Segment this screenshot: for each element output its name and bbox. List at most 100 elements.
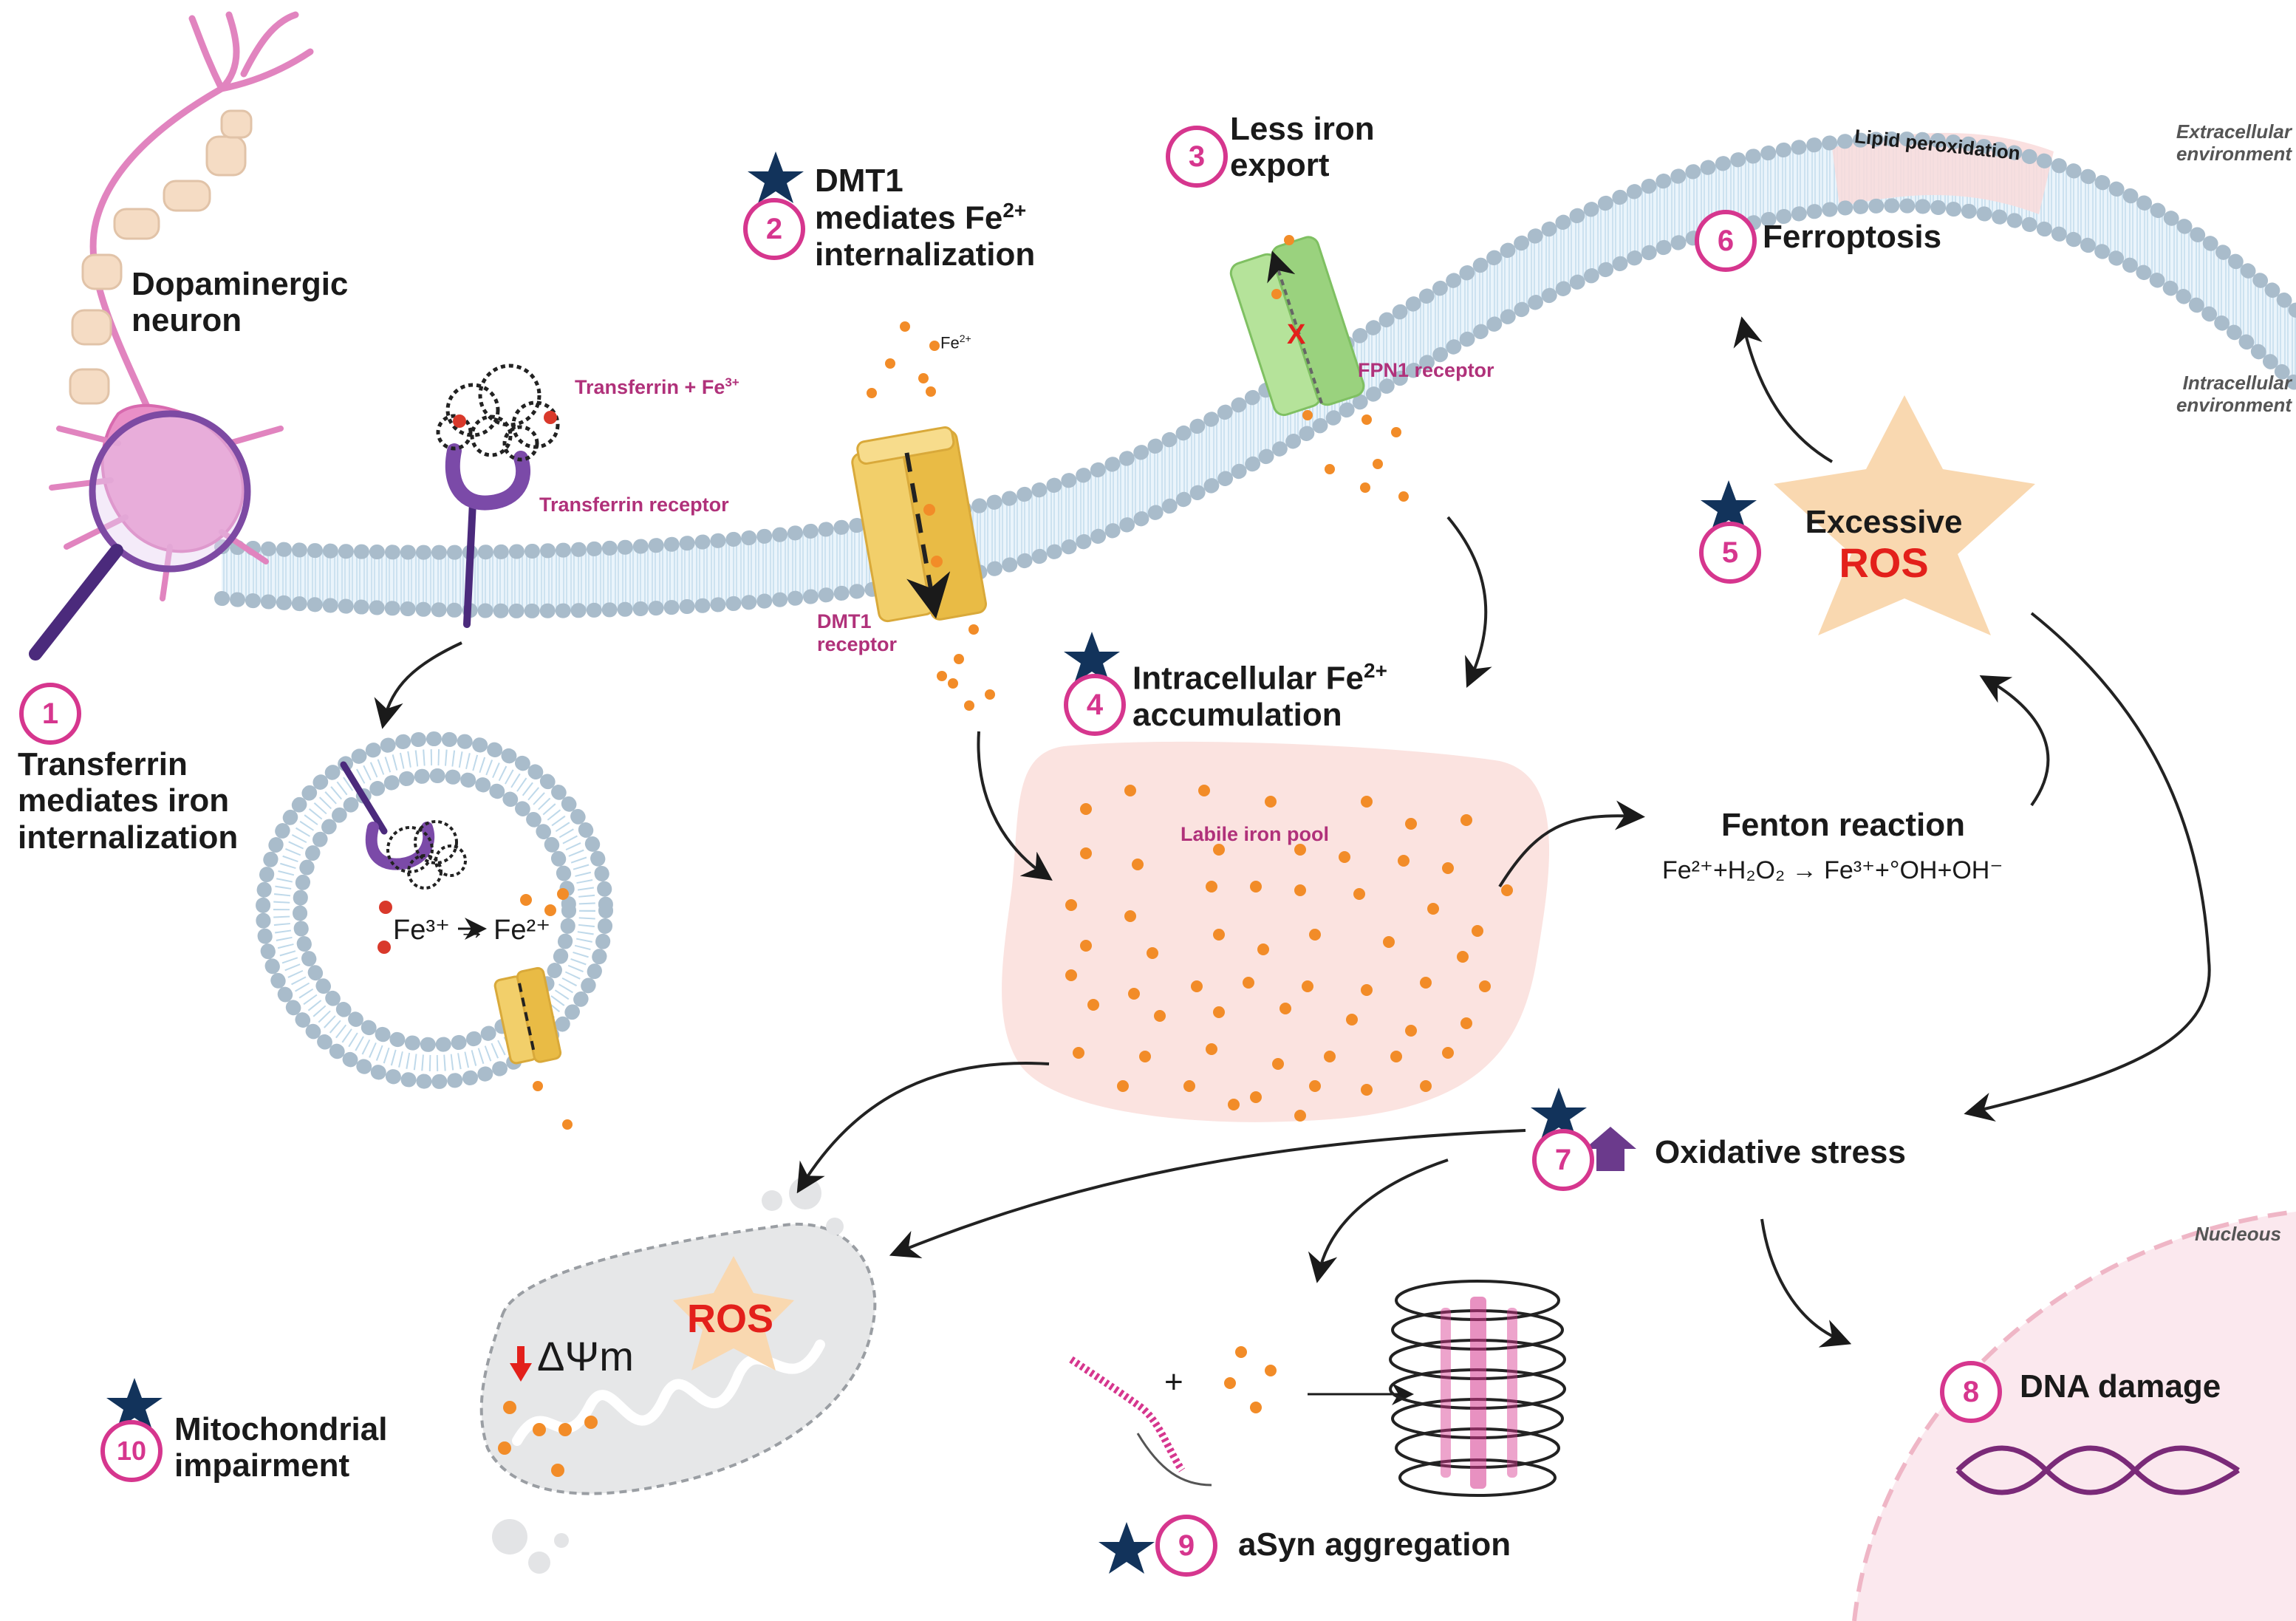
step-1-line-1: Transferrin xyxy=(18,746,188,782)
iron-ion-dots xyxy=(867,235,1409,711)
step-9-line-1: aSyn aggregation xyxy=(1238,1526,1511,1563)
asyn-aggregation-icon xyxy=(1069,1280,1566,1497)
iron-dot xyxy=(1132,859,1144,870)
step-10-badge: 10 xyxy=(100,1420,163,1482)
fpn1-channel-icon xyxy=(1229,236,1365,417)
iron-dot xyxy=(1501,884,1513,896)
iron-dot xyxy=(1390,1051,1402,1062)
star-icon xyxy=(106,1378,163,1430)
transferrin-receptor-icon xyxy=(436,364,560,628)
fpn1-receptor-label: FPN1 receptor xyxy=(1358,359,1494,381)
iron-dot xyxy=(1383,936,1395,948)
step-2-line-1: DMT1 xyxy=(815,163,903,199)
iron-dot xyxy=(1147,947,1158,959)
step-1-badge: 1 xyxy=(19,683,81,745)
iron-dot xyxy=(1206,881,1217,893)
step-5-line-2: ROS xyxy=(1839,539,1929,587)
iron-dot xyxy=(1213,844,1225,856)
labile-iron-pool-label: Labile iron pool xyxy=(1181,823,1329,845)
iron-dot xyxy=(1279,1003,1291,1014)
iron-dot xyxy=(1420,1080,1432,1092)
iron-dot xyxy=(1460,1017,1472,1029)
delta-psi-label: ΔΨm xyxy=(537,1333,634,1379)
cell-membrane xyxy=(214,131,2296,618)
step-3-line-2: export xyxy=(1230,147,1330,184)
iron-dot xyxy=(1065,899,1077,911)
step-4-line-2: accumulation xyxy=(1132,696,1342,733)
star-icon xyxy=(1099,1522,1155,1574)
step-2-line-3: internalization xyxy=(815,236,1036,273)
step-8-label: DNA damage xyxy=(2020,1368,2221,1405)
iron-dot xyxy=(1139,1051,1151,1062)
iron-dot xyxy=(1294,844,1306,856)
step-4-badge: 4 xyxy=(1064,674,1126,736)
iron-dot xyxy=(1302,980,1313,992)
step-6-badge: 6 xyxy=(1695,210,1757,272)
step-9-badge: 9 xyxy=(1155,1515,1217,1577)
iron-dot xyxy=(1243,977,1254,989)
dmt1-receptor-line-1: DMT1 xyxy=(817,610,872,632)
transferrin-fe-sup: 3+ xyxy=(725,375,739,389)
step-8-badge: 8 xyxy=(1940,1361,2002,1423)
fe2-small-sup: 2+ xyxy=(959,332,971,344)
mitochondrion xyxy=(479,1177,877,1574)
step-2-sup: 2+ xyxy=(1002,199,1027,222)
iron-dot xyxy=(1460,814,1472,826)
excessive-ros-star-shape xyxy=(1774,395,2035,635)
dmt1-channel-icon xyxy=(851,426,987,623)
iron-dot xyxy=(1398,855,1410,867)
iron-dot xyxy=(1080,940,1092,952)
iron-dot xyxy=(1250,881,1262,893)
star-icon xyxy=(1531,1088,1587,1139)
dna-helix-icon xyxy=(1955,1445,2240,1495)
step-1-label: Transferrin mediates iron internalizatio… xyxy=(18,746,238,856)
extracellular-line-2: environment xyxy=(2176,142,2292,165)
step-5-label: Excessive ROS xyxy=(1803,504,1965,587)
iron-dot xyxy=(1427,903,1439,915)
step-10-line-2: impairment xyxy=(174,1447,350,1484)
iron-dot xyxy=(1124,785,1136,796)
step-2-label: DMT1 mediates Fe2+ internalization xyxy=(815,163,1035,273)
iron-dot xyxy=(1353,888,1365,900)
fpn1-blocked-mark: X xyxy=(1287,319,1306,350)
endosome-conversion-label: Fe³⁺ → Fe²⁺ xyxy=(393,915,551,946)
mito-ros-star-shape xyxy=(673,1256,794,1371)
step-10-label: Mitochondrial impairment xyxy=(174,1411,387,1484)
step-10-line-1: Mitochondrial xyxy=(174,1411,388,1447)
fenton-equation: Fe²⁺+H₂O₂ → Fe³⁺+°OH+OH⁻ xyxy=(1662,856,2003,884)
plus-sign: + xyxy=(1164,1364,1183,1400)
nucleus xyxy=(1852,1209,2296,1621)
iron-dot xyxy=(1128,988,1140,1000)
star-markers xyxy=(106,151,1757,1574)
iron-dot xyxy=(1191,980,1203,992)
step-8-line-1: DNA damage xyxy=(2020,1368,2221,1405)
iron-dot xyxy=(1228,1099,1240,1110)
extracellular-line-1: Extracellular xyxy=(2176,120,2292,143)
endosome-vesicle xyxy=(256,731,613,1130)
fe2-small-text: Fe xyxy=(940,333,960,352)
step-6-label: Ferroptosis xyxy=(1763,219,1941,255)
iron-dot xyxy=(1065,969,1077,981)
transferrin-receptor-label: Transferrin receptor xyxy=(539,494,729,516)
iron-dot xyxy=(1457,951,1469,963)
iron-dot xyxy=(1442,862,1454,874)
iron-dot xyxy=(1080,847,1092,859)
extracellular-label: Extracellular environment xyxy=(2176,120,2292,165)
iron-dot xyxy=(1154,1010,1166,1022)
iron-dot xyxy=(1213,929,1225,941)
step-4-line-1-text: Intracellular Fe xyxy=(1132,660,1364,697)
step-3-label: Less iron export xyxy=(1230,111,1375,184)
iron-dot xyxy=(1124,910,1136,922)
iron-dot xyxy=(1472,925,1483,937)
neuron-label-line-2: neuron xyxy=(131,302,242,339)
iron-dot xyxy=(1442,1047,1454,1059)
iron-dot xyxy=(1339,851,1350,863)
step-9-label: aSyn aggregation xyxy=(1238,1526,1511,1563)
step-3-line-1: Less iron xyxy=(1230,111,1375,147)
dmt1-receptor-line-2: receptor xyxy=(817,633,898,656)
step-1-line-2: mediates iron xyxy=(18,782,230,819)
step-2-line-2: mediates Fe2+ xyxy=(815,199,1035,236)
step-4-label: Intracellular Fe2+ accumulation xyxy=(1132,659,1387,733)
star-icon xyxy=(1064,632,1120,683)
iron-dot xyxy=(1265,796,1277,808)
